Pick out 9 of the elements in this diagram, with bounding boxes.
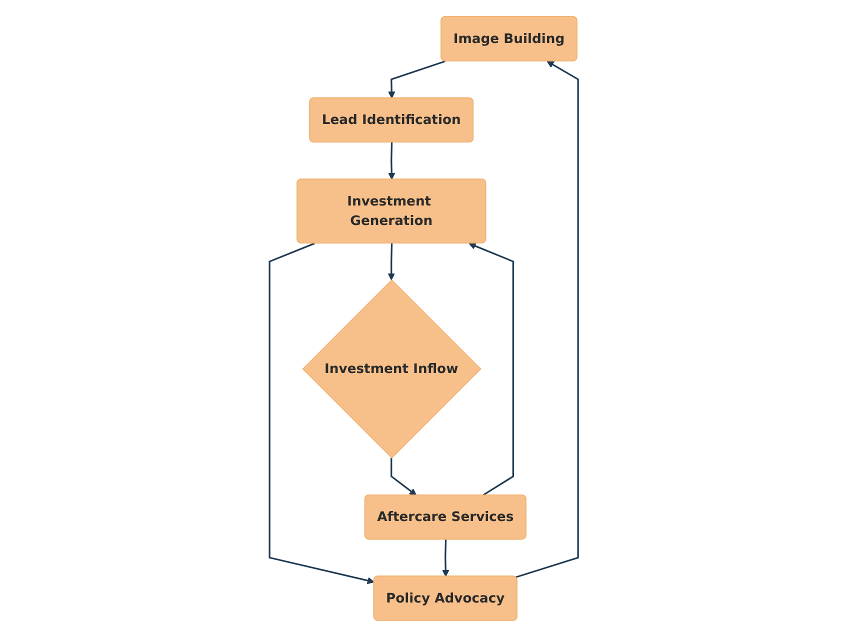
- arrow: [388, 142, 395, 180]
- arrow: [268, 242, 374, 584]
- arrow: [387, 243, 395, 280]
- arrow: [390, 458, 416, 496]
- node-diamond: Investment Inflow: [302, 279, 482, 459]
- arrow: [442, 540, 449, 577]
- arrow: [515, 60, 579, 578]
- arrow: [468, 242, 514, 496]
- arrow: [388, 60, 446, 99]
